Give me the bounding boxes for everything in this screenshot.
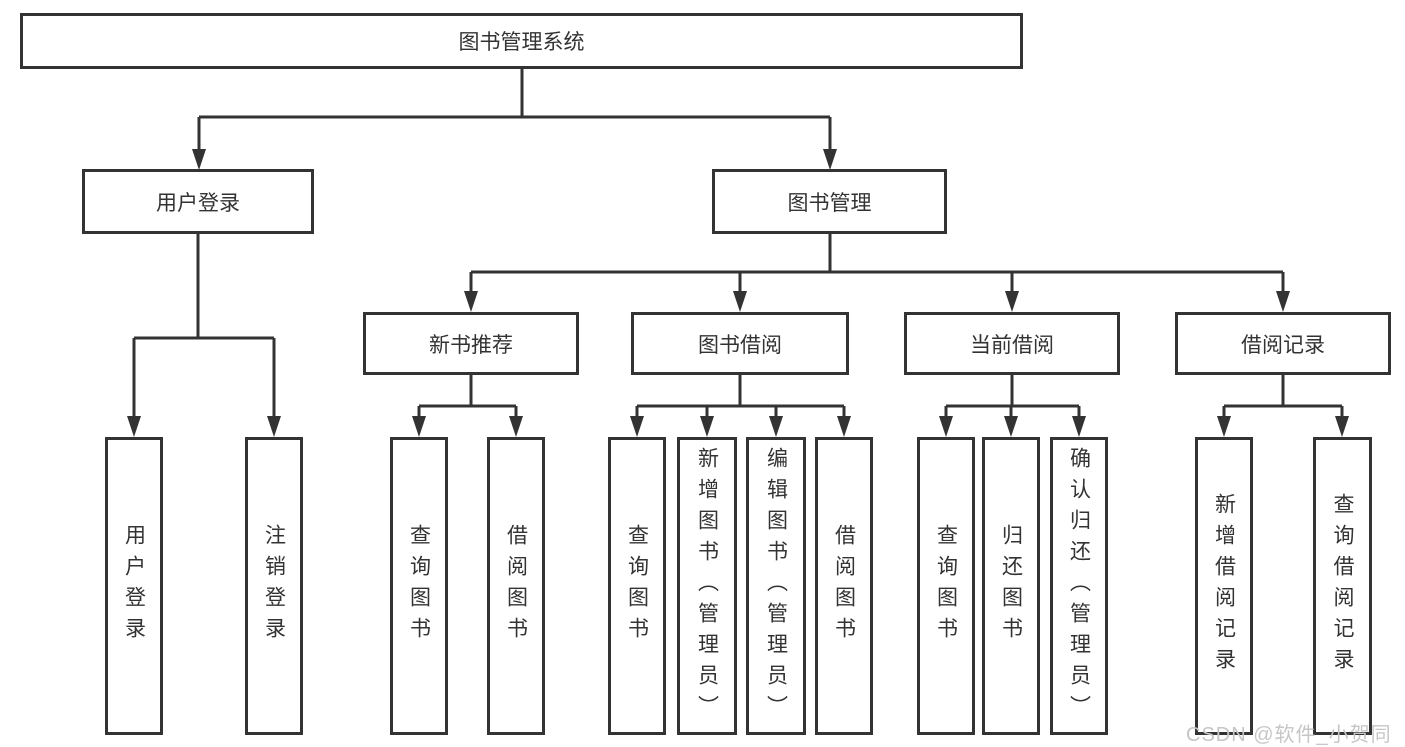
leaf-bb-add-book-admin: 新增图书（管理员） <box>677 437 737 735</box>
csdn-watermark: CSDN @软件_小贺同学 <box>1186 724 1392 746</box>
arrowheads <box>127 149 1349 437</box>
leaf-logout: 注销登录 <box>245 437 303 735</box>
leaf-bb-borrow-book: 借阅图书 <box>815 437 873 735</box>
connector-bookborrow-to-leaves <box>635 375 846 419</box>
connector-root-to-level2 <box>197 69 832 152</box>
connector-newbook-to-leaves <box>417 375 518 419</box>
node-user-login: 用户登录 <box>82 169 314 234</box>
leaf-cb-query-book: 查询图书 <box>917 437 975 735</box>
node-new-book-recommend: 新书推荐 <box>363 312 579 375</box>
node-book-management: 图书管理 <box>712 169 947 234</box>
leaf-user-login: 用户登录 <box>105 437 163 735</box>
leaf-bb-query-book: 查询图书 <box>608 437 666 735</box>
leaf-nb-query-book: 查询图书 <box>390 437 448 735</box>
connector-bookmgmt-to-level3 <box>469 234 1285 294</box>
leaf-br-add-record: 新增借阅记录 <box>1195 437 1253 735</box>
leaf-nb-borrow-book: 借阅图书 <box>487 437 545 735</box>
connector-borrowrecord-to-leaves <box>1222 375 1344 419</box>
node-current-borrow: 当前借阅 <box>904 312 1120 375</box>
leaf-cb-confirm-return-admin: 确认归还（管理员） <box>1050 437 1108 735</box>
connector-currentborrow-to-leaves <box>944 375 1081 419</box>
node-root: 图书管理系统 <box>20 13 1023 69</box>
node-borrow-record: 借阅记录 <box>1175 312 1391 375</box>
leaf-bb-edit-book-admin: 编辑图书（管理员） <box>746 437 806 735</box>
connector-userlogin-to-leaves <box>132 234 276 419</box>
leaf-br-query-record: 查询借阅记录 <box>1313 437 1372 735</box>
leaf-cb-return-book: 归还图书 <box>982 437 1040 735</box>
node-book-borrow: 图书借阅 <box>631 312 849 375</box>
